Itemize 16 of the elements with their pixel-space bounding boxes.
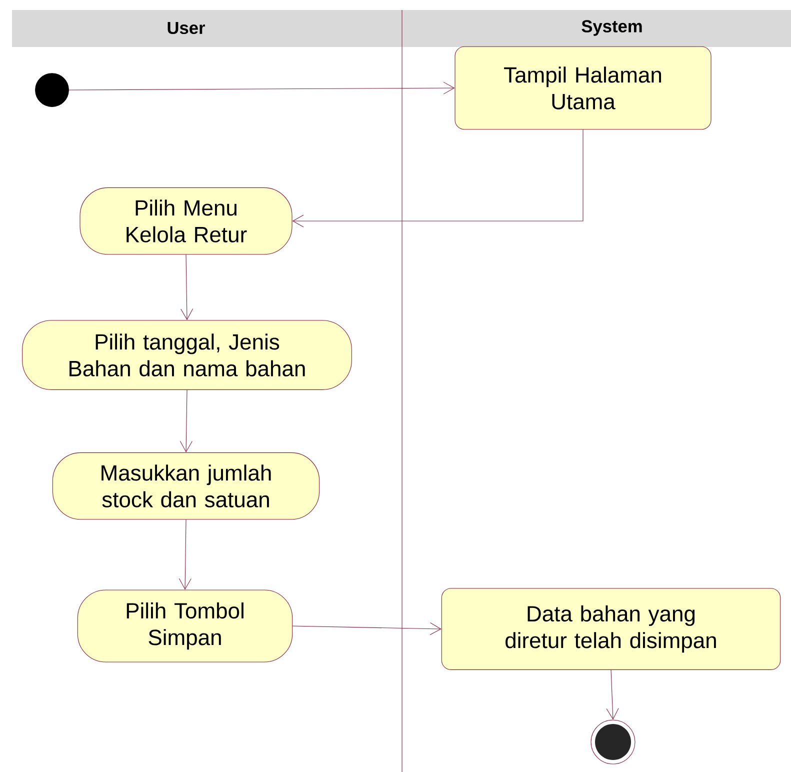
arrow: [292, 129, 584, 228]
activity-box: Masukkan jumlah stock dan satuan: [52, 452, 320, 520]
action-box: Data bahan yang diretur telah disimpan: [441, 588, 781, 670]
arrow: [178, 519, 192, 590]
arrow: [292, 622, 442, 636]
start-dot: [35, 73, 69, 107]
arrow: [68, 82, 455, 94]
arrow: [606, 670, 619, 720]
end-dot: [590, 720, 636, 764]
activity-box: Pilih Tombol Simpan: [77, 590, 293, 662]
action-box: Tampil Halaman Utama: [454, 46, 712, 130]
lane-title: User: [168, 22, 205, 34]
arrow: [180, 254, 194, 320]
arrow: [180, 390, 192, 452]
activity-box: Pilih tanggal, Jenis Bahan dan nama bahan: [22, 320, 352, 390]
activity-box: Pilih Menu Kelola Retur: [80, 187, 292, 255]
